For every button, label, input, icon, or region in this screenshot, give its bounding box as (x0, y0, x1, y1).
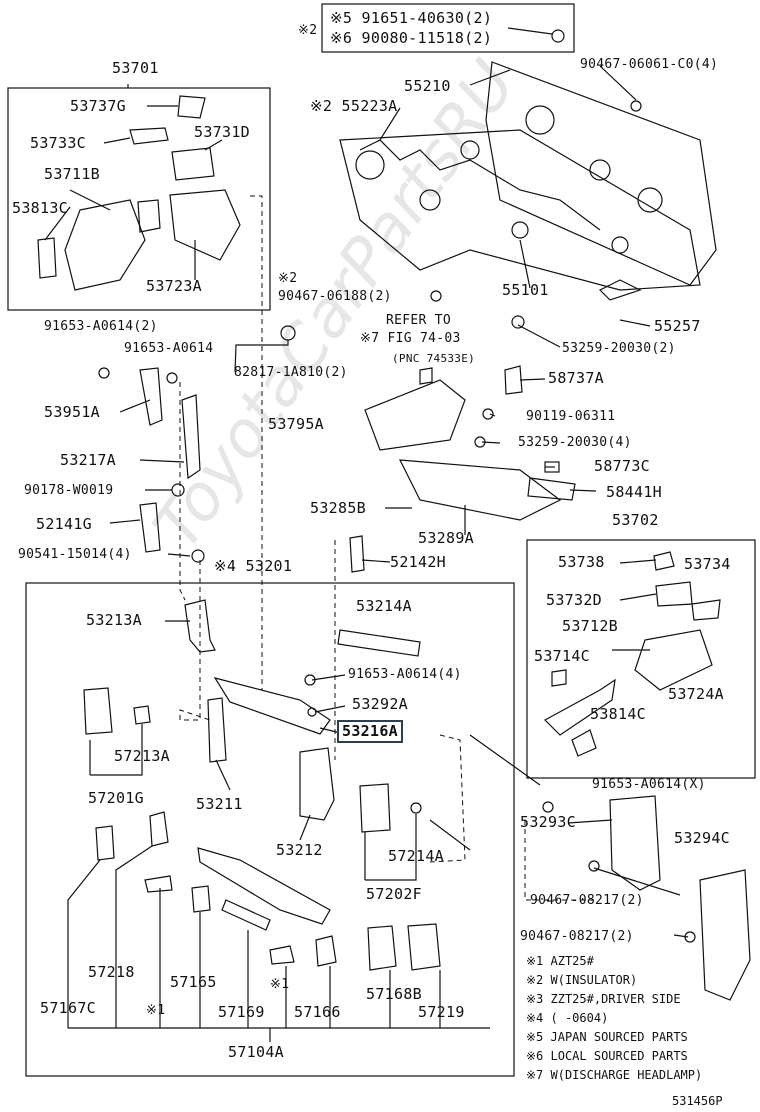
part-label-90119-06311[interactable]: 90119-06311 (526, 409, 616, 424)
part-label-57168B[interactable]: 57168B (366, 985, 422, 1003)
legend-note: ※5 JAPAN SOURCED PARTS (526, 1030, 688, 1044)
part-label-53702[interactable]: 53702 (612, 511, 659, 529)
part-label-82817-1A810[interactable]: 82817-1A810(2) (234, 365, 348, 380)
part-label-57219[interactable]: 57219 (418, 1003, 465, 1021)
part-label-57104A[interactable]: 57104A (228, 1043, 284, 1061)
legend-note: ※1 AZT25# (526, 954, 594, 968)
part-label-57165[interactable]: 57165 (170, 973, 217, 991)
part-label-53701[interactable]: 53701 (112, 59, 159, 77)
part-label-53795A[interactable]: 53795A (268, 415, 324, 433)
refer-note-line3: (PNC 74533E) (392, 352, 476, 365)
part-label-53951A[interactable]: 53951A (44, 403, 100, 421)
part-label-91653-A0614[interactable]: 91653-A0614 (124, 341, 214, 356)
part-label-55210[interactable]: 55210 (404, 77, 451, 95)
refer-note-line2[interactable]: ※7 FIG 74-03 (360, 331, 461, 346)
part-label-57169[interactable]: 57169 (218, 1003, 265, 1021)
part-label-53723A[interactable]: 53723A (146, 277, 202, 295)
part-label-55223A[interactable]: ※2 55223A (310, 97, 398, 115)
part-label-90467-08217-a[interactable]: 90467-08217(2) (530, 893, 644, 908)
legend-note: ※7 W(DISCHARGE HEADLAMP) (526, 1068, 703, 1082)
part-label-53216A-highlighted[interactable]: 53216A (337, 720, 403, 743)
part-label-53294C[interactable]: 53294C (674, 829, 730, 847)
part-label-53259-20030-2[interactable]: 53259-20030(2) (562, 341, 676, 356)
part-label-58441H[interactable]: 58441H (606, 483, 662, 501)
group-box-53201 (25, 582, 515, 1077)
part-label-53259-20030-4[interactable]: 53259-20030(4) (518, 435, 632, 450)
refer-note-line1: REFER TO (386, 313, 452, 328)
legend-note: ※2 W(INSULATOR) (526, 973, 638, 987)
part-label-57214A[interactable]: 57214A (388, 847, 444, 865)
figure-number: 531456P (672, 1094, 723, 1108)
part-label-90467-06061-C0[interactable]: 90467-06061-C0(4) (580, 57, 719, 72)
part-label-53813C[interactable]: 53813C (12, 199, 68, 217)
part-label-53814C[interactable]: 53814C (590, 705, 646, 723)
part-label-53714C[interactable]: 53714C (534, 647, 590, 665)
group-box-53701 (7, 87, 271, 311)
part-label-91651-40630[interactable]: ※5 91651-40630(2) (330, 9, 493, 27)
part-label-53724A[interactable]: 53724A (668, 685, 724, 703)
fastener-note-box (321, 3, 575, 53)
part-label-53738[interactable]: 53738 (558, 553, 605, 571)
part-label-90467-06188[interactable]: 90467-06188(2) (278, 289, 392, 304)
note-marker: ※1 (146, 1003, 166, 1018)
part-label-57218[interactable]: 57218 (88, 963, 135, 981)
part-label-52142H[interactable]: 52142H (390, 553, 446, 571)
part-label-57202F[interactable]: 57202F (366, 885, 422, 903)
part-label-91653-A0614-4[interactable]: 91653-A0614(4) (348, 667, 462, 682)
legend-note: ※6 LOCAL SOURCED PARTS (526, 1049, 688, 1063)
part-label-53731D[interactable]: 53731D (194, 123, 250, 141)
part-label-90178-W0019[interactable]: 90178-W0019 (24, 483, 114, 498)
part-label-52141G[interactable]: 52141G (36, 515, 92, 533)
part-label-53737G[interactable]: 53737G (70, 97, 126, 115)
part-label-53212[interactable]: 53212 (276, 841, 323, 859)
part-label-53211[interactable]: 53211 (196, 795, 243, 813)
part-label-90541-15014[interactable]: 90541-15014(4) (18, 547, 132, 562)
part-label-53289A[interactable]: 53289A (418, 529, 474, 547)
part-label-57213A[interactable]: 57213A (114, 747, 170, 765)
part-label-53292A[interactable]: 53292A (352, 695, 408, 713)
part-label-58773C[interactable]: 58773C (594, 457, 650, 475)
part-label-53201[interactable]: ※4 53201 (214, 557, 293, 575)
part-label-90080-11518[interactable]: ※6 90080-11518(2) (330, 29, 493, 47)
note-marker: ※1 (270, 977, 290, 992)
part-label-91653-A0614-2[interactable]: 91653-A0614(2) (44, 319, 158, 334)
part-label-55257[interactable]: 55257 (654, 317, 701, 335)
legend-note: ※3 ZZT25#,DRIVER SIDE (526, 992, 681, 1006)
part-label-53711B[interactable]: 53711B (44, 165, 100, 183)
part-label-53285B[interactable]: 53285B (310, 499, 366, 517)
part-label-57167C[interactable]: 57167C (40, 999, 96, 1017)
part-label-57166[interactable]: 57166 (294, 1003, 341, 1021)
legend-note: ※4 ( -0604) (526, 1011, 609, 1025)
part-label-53293C[interactable]: 53293C (520, 813, 576, 831)
note-marker: ※2 (278, 271, 298, 286)
part-label-57201G[interactable]: 57201G (88, 789, 144, 807)
part-label-53733C[interactable]: 53733C (30, 134, 86, 152)
part-label-91653-A0614-X[interactable]: 91653-A0614(X) (592, 777, 706, 792)
part-label-90467-08217-b[interactable]: 90467-08217(2) (520, 929, 634, 944)
part-label-53217A[interactable]: 53217A (60, 451, 116, 469)
part-label-53213A[interactable]: 53213A (86, 611, 142, 629)
part-label-58737A[interactable]: 58737A (548, 369, 604, 387)
part-label-53214A[interactable]: 53214A (356, 597, 412, 615)
part-label-55101[interactable]: 55101 (502, 281, 549, 299)
part-label-53732D[interactable]: 53732D (546, 591, 602, 609)
group-box-53702 (526, 539, 756, 779)
part-label-53734[interactable]: 53734 (684, 555, 731, 573)
part-label-53712B[interactable]: 53712B (562, 617, 618, 635)
note-marker: ※2 (298, 23, 318, 38)
